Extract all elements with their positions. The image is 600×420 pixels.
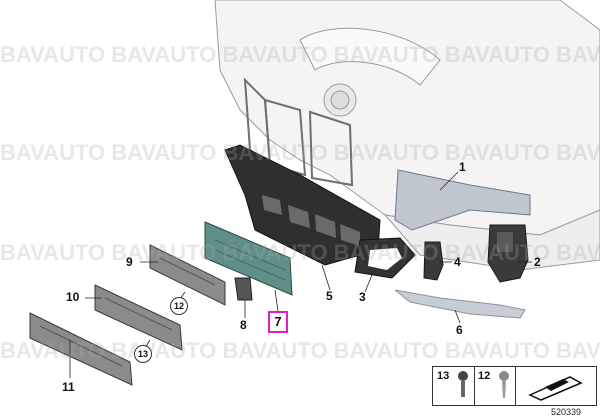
callout-2: 2 xyxy=(534,255,541,269)
callout-7-highlighted: 7 xyxy=(268,311,288,333)
callout-11: 11 xyxy=(62,380,75,394)
part-2-bracket xyxy=(487,224,529,283)
part-3-frame xyxy=(354,237,416,279)
callout-13: 13 xyxy=(134,345,152,363)
legend-cell-screw-12: 12 xyxy=(474,367,516,405)
callout-12: 12 xyxy=(170,297,188,315)
fastener-legend: 13 12 xyxy=(432,366,597,406)
diagram-id: 520339 xyxy=(551,407,582,417)
part-7-cover xyxy=(204,221,293,296)
callout-4: 4 xyxy=(454,255,461,269)
legend-cell-symbol xyxy=(515,367,597,405)
callout-8: 8 xyxy=(240,318,247,332)
callout-6: 6 xyxy=(456,323,463,337)
leader-lines xyxy=(69,171,532,378)
part-11-cover xyxy=(29,312,133,386)
legend-item-a: 13 xyxy=(437,370,450,382)
part-9-cover xyxy=(149,244,226,306)
screw-icon xyxy=(458,371,468,397)
callout-1: 1 xyxy=(459,160,466,174)
part-1-trim xyxy=(394,169,531,231)
part-10-cover xyxy=(94,284,183,351)
callout-3: 3 xyxy=(359,290,366,304)
part-4-clip xyxy=(423,241,444,281)
part-8-clip xyxy=(234,277,253,301)
callout-9: 9 xyxy=(126,255,133,269)
self-tapping-screw-icon xyxy=(499,371,509,398)
part-5-lower-grille xyxy=(224,144,381,266)
legend-cell-screw-13: 13 xyxy=(433,367,475,405)
callout-10: 10 xyxy=(66,290,80,304)
callout-5: 5 xyxy=(326,289,333,303)
legend-item-b: 12 xyxy=(478,370,491,382)
part-6-strip xyxy=(394,289,526,319)
angled-part-symbol-icon xyxy=(528,376,583,401)
